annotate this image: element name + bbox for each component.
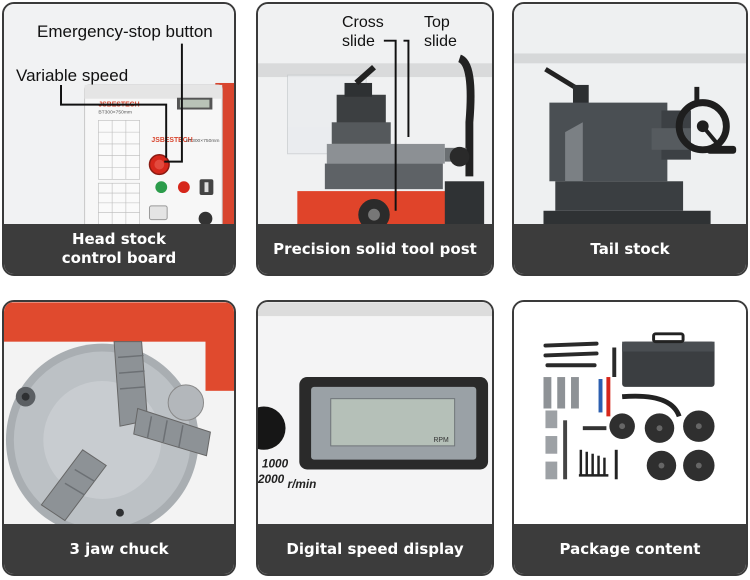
callout-top-slide: Top slide: [424, 13, 457, 51]
card-head-stock: JSBESTECH BT300×750mm JSBESTECH BT300×75…: [2, 2, 236, 276]
scale-value-1000: 1000: [262, 457, 289, 470]
scale-value-2000: 2000: [258, 473, 285, 486]
display-unit: RPM: [433, 437, 449, 444]
caption-line: 3 jaw chuck: [69, 539, 169, 558]
head-stock-callout-lines: [60, 43, 183, 163]
caption-package: Package content: [514, 524, 746, 574]
card-tail-stock: Tail stock: [512, 2, 748, 276]
callout-cross-slide-word: slide: [342, 33, 375, 50]
head-stock-photo: JSBESTECH BT300×750mm JSBESTECH BT300×75…: [4, 4, 234, 274]
card-package: Package content: [512, 300, 748, 576]
caption-head-stock: Head stock control board: [4, 224, 234, 274]
callout-top-word: Top: [424, 14, 450, 31]
scale-unit: r/min: [287, 478, 316, 491]
callout-cross-word: Cross: [342, 14, 384, 31]
caption-line: Head stock: [71, 230, 167, 248]
callout-cross-slide: Cross slide: [342, 13, 384, 51]
caption-jaw-chuck: 3 jaw chuck: [4, 524, 234, 574]
caption-line: Precision solid tool post: [273, 239, 477, 258]
model-label-bottom: BT300×750mm: [186, 138, 220, 144]
card-jaw-chuck: 3 jaw chuck: [2, 300, 236, 576]
caption-line: Digital speed display: [286, 539, 464, 558]
model-label-top: BT300×750mm: [98, 109, 132, 115]
caption-speed-display: Digital speed display: [258, 524, 492, 574]
brand-label-bottom: JSBESTECH: [151, 137, 192, 144]
card-tool-post: Cross slide Top slide Precision solid to…: [256, 2, 494, 276]
caption-line: control board: [61, 249, 177, 267]
callout-top-slide-word: slide: [424, 33, 457, 50]
callout-emergency-stop: Emergency-stop button: [37, 22, 213, 41]
caption-line: Tail stock: [590, 239, 670, 258]
caption-tool-post: Precision solid tool post: [258, 224, 492, 274]
caption-line: Package content: [559, 539, 701, 558]
card-speed-display: RPM 1000 2000 r/min Digital speed displa…: [256, 300, 494, 576]
callout-variable-speed: Variable speed: [16, 66, 129, 85]
caption-tail-stock: Tail stock: [514, 224, 746, 274]
tool-post-callout-lines: [383, 39, 410, 211]
